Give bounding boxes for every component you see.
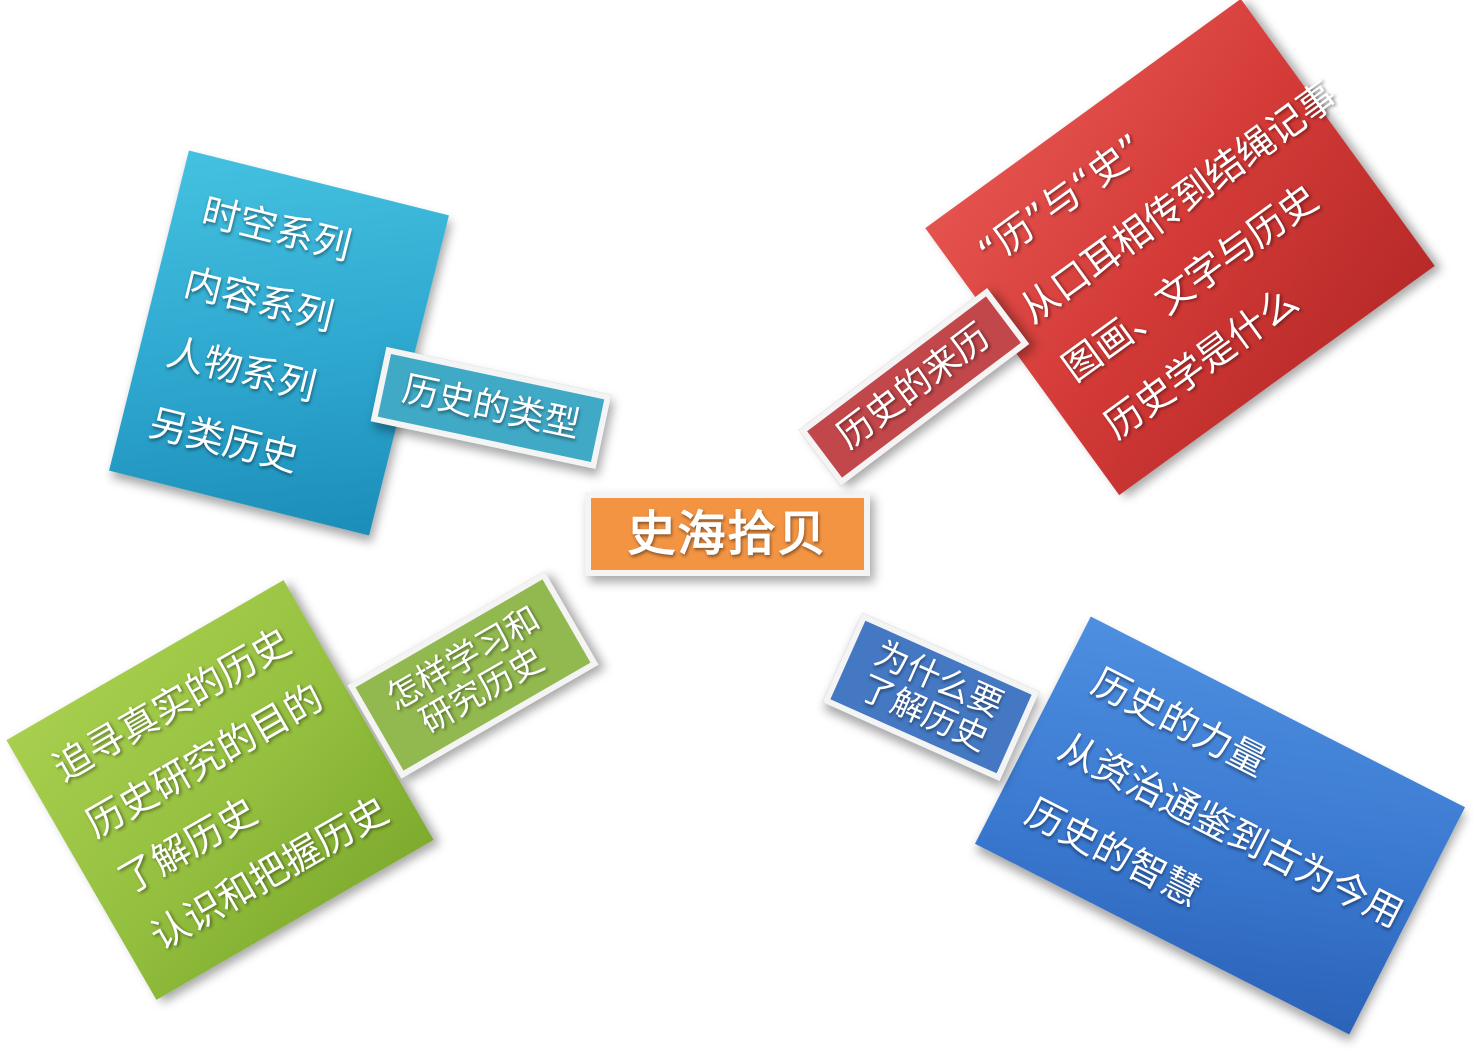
why-history-node[interactable]: 为什么要 了解历史 <box>822 612 1040 782</box>
study-history-node[interactable]: 怎样学习和 研究历史 <box>347 571 599 779</box>
history-origin-label: 历史的来历 <box>829 316 999 458</box>
center-topic-label: 史海拾贝 <box>627 505 828 562</box>
center-topic[interactable]: 史海拾贝 <box>585 492 870 576</box>
history-origin-node[interactable]: 历史的来历 <box>798 288 1030 486</box>
history-types-label: 历史的类型 <box>398 368 584 447</box>
why-history-detail-card[interactable]: 历史的力量 从资治通鉴到古为今用 历史的智慧 <box>975 616 1465 1035</box>
study-history-label: 怎样学习和 研究历史 <box>380 598 566 750</box>
why-history-label: 为什么要 了解历史 <box>853 633 1009 759</box>
study-history-detail-card[interactable]: 追寻真实的历史 历史研究的目的 了解历史 认识和把握历史 <box>6 580 434 1000</box>
history-types-node[interactable]: 历史的类型 <box>370 346 612 470</box>
history-types-detail-card[interactable]: 时空系列 内容系列 人物系列 另类历史 <box>109 150 449 536</box>
history-origin-detail-card[interactable]: “历”与“史” 从口耳相传到结绳记事 图画、文字与历史 历史学是什么 <box>925 0 1435 496</box>
detail-item: 另类历史 <box>144 400 303 481</box>
